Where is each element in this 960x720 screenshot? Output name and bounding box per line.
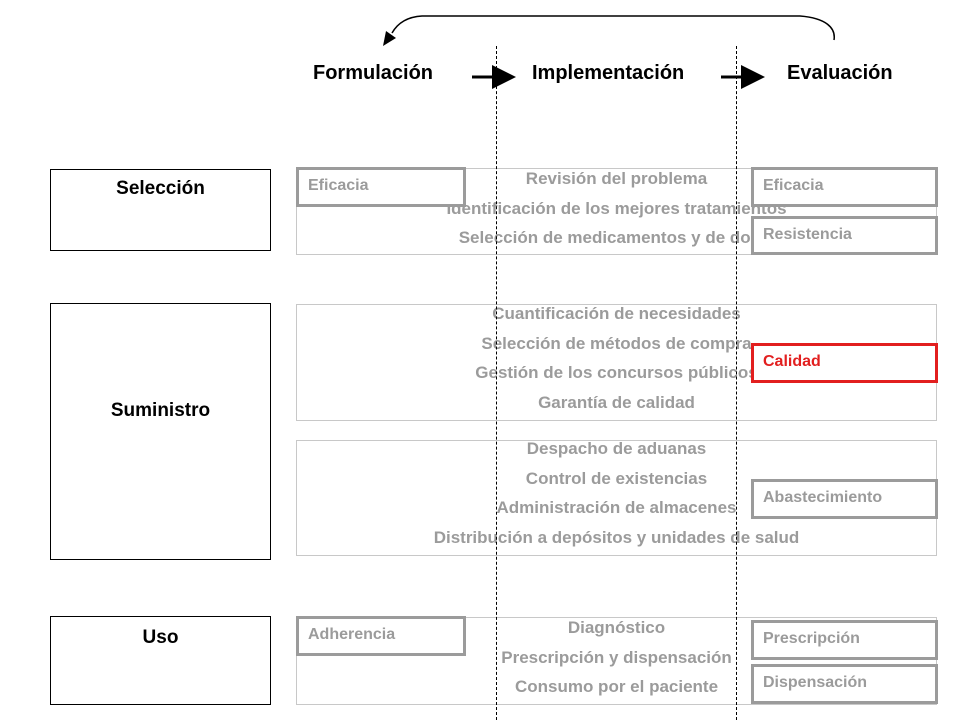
tag-adherencia: Adherencia (296, 616, 466, 656)
tag-abastecimiento: Abastecimiento (751, 479, 938, 519)
panel-adquisicion-line-3: Gestión de los concursos públicos (475, 363, 758, 382)
divider-implementacion-evaluacion (736, 46, 737, 720)
panel-distribucion-line-4: Distribución a depósitos y unidades de s… (433, 528, 800, 547)
category-seleccion-label: Selección (116, 178, 205, 199)
feedback-loop-arrow (383, 15, 835, 46)
tag-calidad: Calidad (751, 343, 938, 383)
panel-uso-line-3: Consumo por el paciente (514, 677, 719, 696)
category-uso: Uso (50, 616, 271, 705)
panel-distribucion-line-2: Control de existencias (525, 469, 708, 488)
divider-formulacion-implementacion (496, 46, 497, 720)
panel-adquisicion-line-4: Garantía de calidad (538, 393, 695, 412)
category-suministro: Suministro (50, 303, 271, 560)
panel-uso-line-1: Diagnóstico (567, 618, 666, 637)
panel-uso-line-2: Prescripción y dispensación (501, 648, 732, 667)
phase-formulacion: Formulación (313, 62, 434, 84)
tag-eficacia-left: Eficacia (296, 167, 466, 207)
tag-prescripcion: Prescripción (751, 620, 938, 660)
category-suministro-label: Suministro (110, 400, 211, 421)
phase-implementacion: Implementación (532, 62, 685, 84)
panel-seleccion-line-2: Identificación de los mejores tratamient… (446, 199, 787, 218)
panel-distribucion-line-3: Administración de almacenes (496, 498, 737, 517)
panel-seleccion-line-1: Revisión del problema (525, 169, 708, 188)
tag-resistencia: Resistencia (751, 216, 938, 255)
tag-eficacia-right: Eficacia (751, 167, 938, 207)
panel-adquisicion-line-1: Cuantificación de necesidades (492, 304, 741, 323)
category-seleccion: Selección (50, 169, 271, 251)
panel-adquisicion-line-2: Selección de métodos de compra (481, 334, 752, 353)
phase-evaluacion: Evaluación (787, 62, 893, 84)
tag-dispensacion: Dispensación (751, 664, 938, 704)
panel-distribucion-line-1: Despacho de aduanas (526, 439, 707, 458)
category-uso-label: Uso (142, 627, 179, 648)
panel-seleccion-line-3: Selección de medicamentos y de dosis (458, 228, 775, 247)
